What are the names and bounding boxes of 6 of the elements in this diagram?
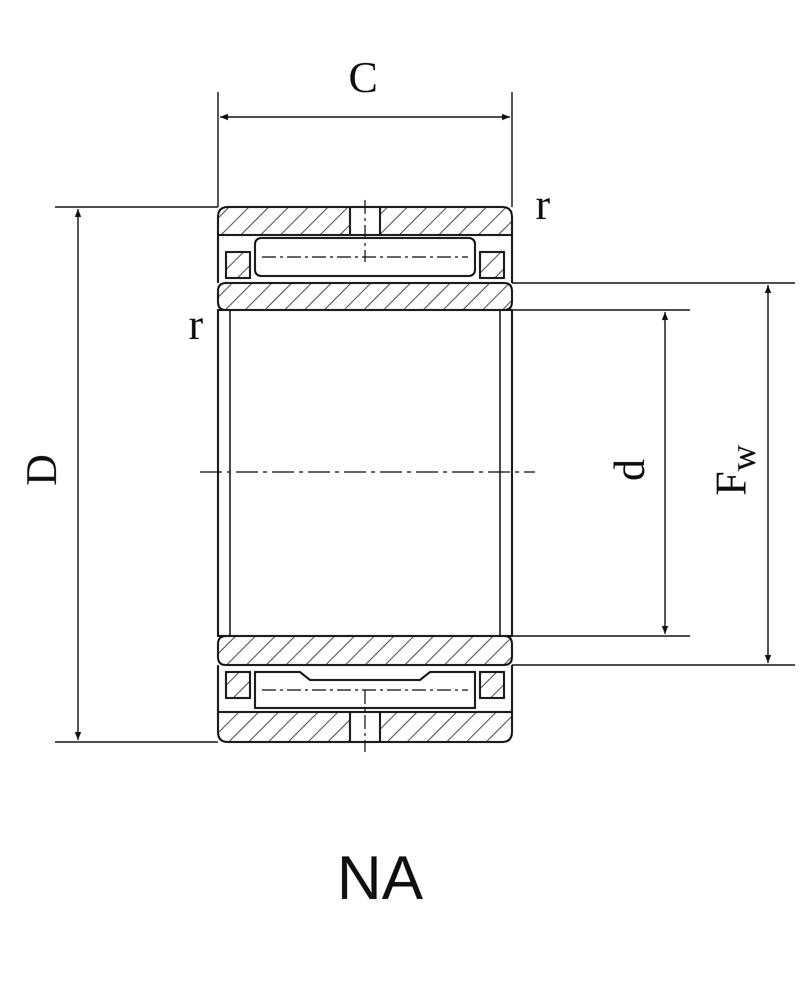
dimension-label: C <box>348 56 378 100</box>
dimension-label: D <box>20 454 64 486</box>
dimension-label: d <box>608 459 652 481</box>
dimension-label: r <box>536 183 550 227</box>
dimension-label: r <box>188 303 204 347</box>
caption: NA <box>336 848 424 910</box>
